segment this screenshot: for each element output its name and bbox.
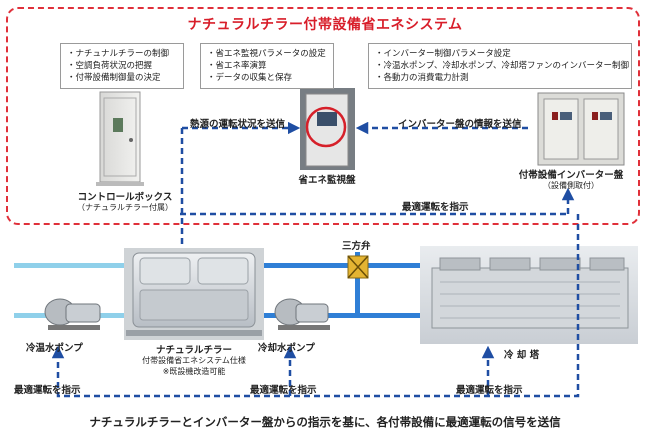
monitor-panel-note: ・データの収集と保存 xyxy=(207,73,293,83)
monitor-panel-note: ・省エネ率演算 xyxy=(207,61,267,71)
cooling-pump-label: 冷却水ポンプ xyxy=(258,343,315,354)
inverter-panel-note: ・各動力の消費電力計測 xyxy=(375,73,469,83)
inverter-info-arrow-label: インバーター盤の情報を送信 xyxy=(398,119,522,130)
chiller-drawing xyxy=(124,248,264,340)
control-box-notes: ・ナチュナルチラーの制御 ・空調負荷状況の把握 ・付帯設備制御量の決定 xyxy=(60,43,184,89)
cooling-tower-label: 冷 却 塔 xyxy=(504,350,540,361)
chilled-pump-drawing xyxy=(44,298,101,330)
chiller-label: ナチュラルチラー xyxy=(155,345,232,356)
control-box-caption: コントロールボックス xyxy=(77,192,173,203)
inverter-panel-note: ・冷温水ポンプ、冷却水ポンプ、冷却塔ファンのインバーター制御 xyxy=(375,61,629,71)
chilled-pump-label: 冷温水ポンプ xyxy=(26,343,83,354)
control-box-note: ・空調負荷状況の把握 xyxy=(67,61,153,71)
control-box-sub: （ナチュラルチラー付属） xyxy=(77,203,173,212)
footer-caption: ナチュラルチラーとインバーター盤からの指示を基に、各付帯設備に最適運転の信号を送… xyxy=(89,415,561,429)
system-title: ナチュラルチラー付帯設備省エネシステム xyxy=(187,17,463,33)
inverter-panel-sub: （設備側取付） xyxy=(543,181,599,190)
cooling-pump-drawing xyxy=(274,298,330,330)
chiller-sub-label: 付帯設備省エネシステム仕様 xyxy=(142,356,246,365)
cooling-tower-drawing xyxy=(420,246,638,344)
monitor-panel-drawing xyxy=(300,88,355,170)
three-way-valve-drawing xyxy=(347,255,369,279)
monitor-panel-notes: ・省エネ監視パラメータの設定 ・省エネ率演算 ・データの収集と保存 xyxy=(200,43,334,89)
optimal-top-arrow-label: 最適運転を指示 xyxy=(402,202,469,213)
monitor-panel-caption: 省エネ監視盤 xyxy=(298,175,356,186)
signal-arrows xyxy=(51,121,580,398)
inverter-panel-note: ・インバーター制御パラメータ設定 xyxy=(375,49,511,59)
inverter-panel-notes: ・インバーター制御パラメータ設定 ・冷温水ポンプ、冷却水ポンプ、冷却塔ファンのイ… xyxy=(368,43,632,89)
heat-source-arrow-label: 熱源の運転状況を送信 xyxy=(190,119,286,130)
inverter-panel-drawing xyxy=(537,92,625,166)
three-way-valve-label: 三方弁 xyxy=(342,241,371,252)
control-box-note: ・付帯設備制御量の決定 xyxy=(67,73,161,83)
optimal-left-arrow-label: 最適運転を指示 xyxy=(14,385,81,396)
control-box-note: ・ナチュナルチラーの制御 xyxy=(67,49,170,59)
optimal-right-arrow-label: 最適運転を指示 xyxy=(456,385,523,396)
chiller-remodel-note: ※既設機改造可能 xyxy=(162,367,226,376)
monitor-panel-note: ・省エネ監視パラメータの設定 xyxy=(207,49,326,59)
control-box-drawing xyxy=(96,91,144,186)
inverter-panel-caption: 付帯設備インバーター盤 xyxy=(518,170,624,181)
optimal-mid-arrow-label: 最適運転を指示 xyxy=(250,385,317,396)
